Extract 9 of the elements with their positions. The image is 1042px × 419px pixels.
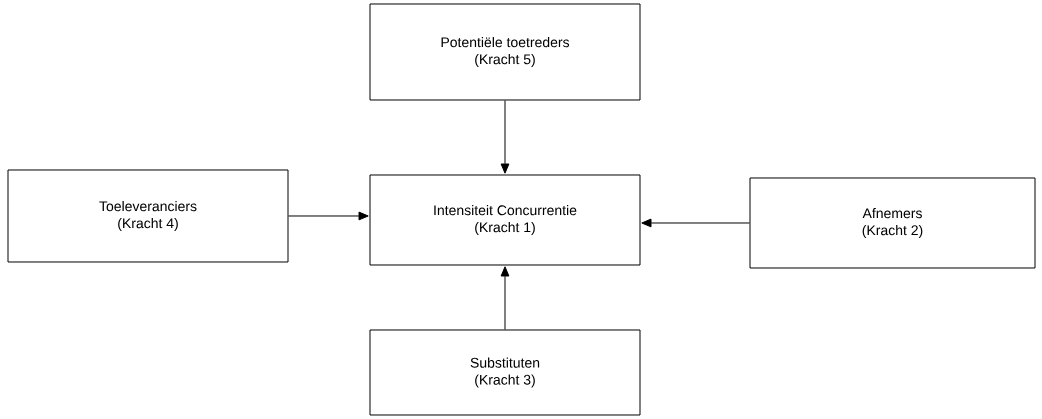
arrow bbox=[288, 211, 369, 221]
box: Toeleveranciers (Kracht 4) bbox=[7, 169, 289, 263]
arrow bbox=[500, 100, 510, 174]
box: Potentiële toetreders (Kracht 5) bbox=[369, 3, 641, 101]
box: Intensiteit Concurrentie (Kracht 1) bbox=[369, 174, 641, 266]
arrow bbox=[500, 266, 510, 330]
arrow bbox=[641, 218, 750, 228]
box: Substituten (Kracht 3) bbox=[369, 329, 641, 416]
box: Afnemers (Kracht 2) bbox=[749, 177, 1036, 269]
